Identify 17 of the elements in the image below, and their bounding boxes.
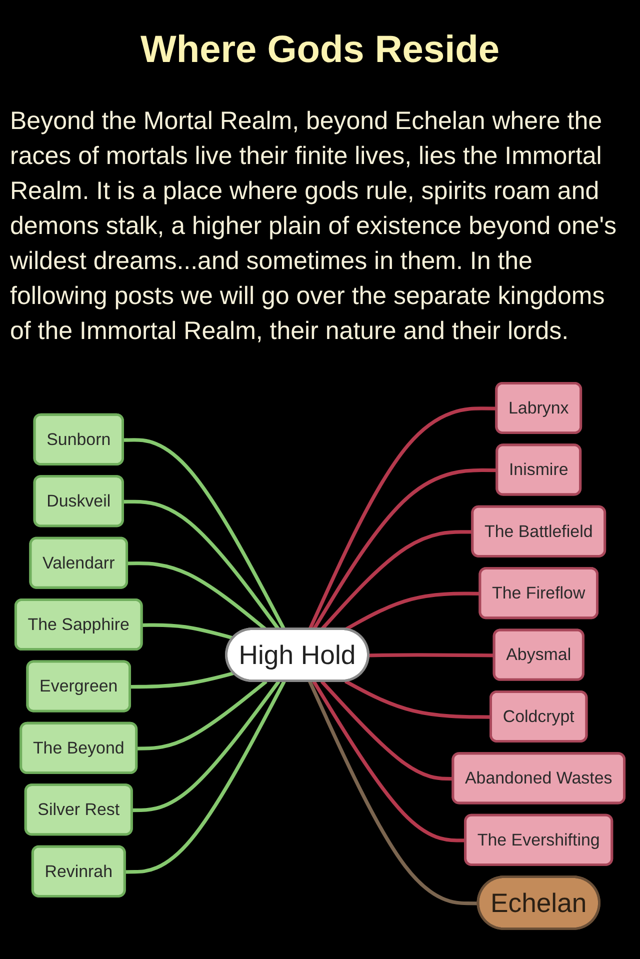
connector (125, 680, 286, 874)
connector (132, 680, 280, 812)
connector (312, 468, 498, 630)
connector (130, 671, 234, 689)
intro-paragraph: Beyond the Mortal Realm, beyond Echelan where the races of mortals live their finite lives, lies the Immortal Realm. It is a place where gods rule, spirits roam and demons stalk, a higher plain of existence beyond one's wildest dreams...and sometimes in them. In the following posts we will go over the separate kingdoms of the Immortal Realm, their nature and their lords. (10, 106, 618, 347)
connector (320, 680, 454, 781)
connector (123, 438, 286, 630)
connector (123, 500, 280, 630)
connector (308, 680, 479, 906)
connector (344, 592, 481, 632)
connector (312, 680, 466, 842)
connector (308, 406, 497, 630)
connector (368, 653, 495, 658)
connector (136, 680, 268, 750)
title: Where Gods Reside (140, 28, 500, 73)
connector (142, 623, 234, 640)
connector (344, 680, 492, 719)
